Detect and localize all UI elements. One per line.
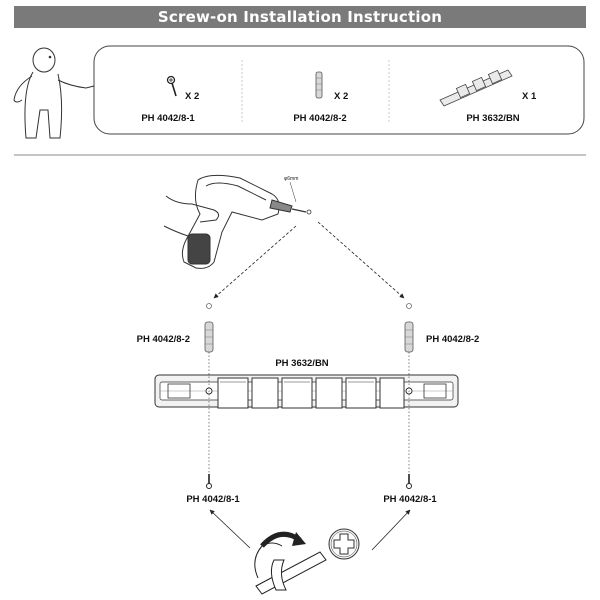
label-plug-left: PH 4042/8-2 xyxy=(137,334,190,345)
rotation-arrowhead-icon xyxy=(292,532,306,546)
part-name-plug: PH 4042/8-2 xyxy=(293,113,346,124)
drill-hole-icon xyxy=(306,209,312,215)
person-icon xyxy=(13,47,95,139)
right-hole-icon xyxy=(406,303,412,309)
wall-plug-icon xyxy=(315,71,323,99)
label-screw-left: PH 4042/8-1 xyxy=(186,494,240,505)
left-wall-plug-icon xyxy=(204,321,214,353)
title-bar: Screw-on Installation Instruction xyxy=(14,6,586,28)
part-qty-screw: X 2 xyxy=(185,91,199,102)
part-name-holder: PH 3632/BN xyxy=(466,113,519,124)
screw-icon xyxy=(166,75,177,97)
mop-holder-rail-icon xyxy=(154,374,459,409)
mop-holder-icon xyxy=(439,69,513,107)
parts-panel xyxy=(93,45,585,135)
left-hole-icon xyxy=(206,303,212,309)
part-name-screw: PH 4042/8-1 xyxy=(141,113,195,124)
drill-size-note: φ6mm xyxy=(284,176,298,182)
arrow-to-right-hole xyxy=(317,221,405,299)
label-screw-right: PH 4042/8-1 xyxy=(383,494,437,505)
page-title: Screw-on Installation Instruction xyxy=(157,8,443,26)
part-qty-holder: X 1 xyxy=(522,91,537,102)
part-qty-plug: X 2 xyxy=(334,91,348,102)
right-screw-icon xyxy=(406,474,412,489)
left-screw-icon xyxy=(206,474,212,489)
label-holder: PH 3632/BN xyxy=(275,358,328,369)
label-plug-right: PH 4042/8-2 xyxy=(426,334,479,345)
drill-icon xyxy=(163,174,307,269)
arrow-to-left-hole xyxy=(213,225,297,299)
arrow-to-left-screw xyxy=(209,509,251,549)
screwdriver-icon xyxy=(254,542,327,595)
right-wall-plug-icon xyxy=(404,321,414,353)
drill-note-leader xyxy=(289,181,297,203)
phillips-screw-head-icon xyxy=(328,528,360,560)
arrow-to-right-screw xyxy=(371,509,411,551)
